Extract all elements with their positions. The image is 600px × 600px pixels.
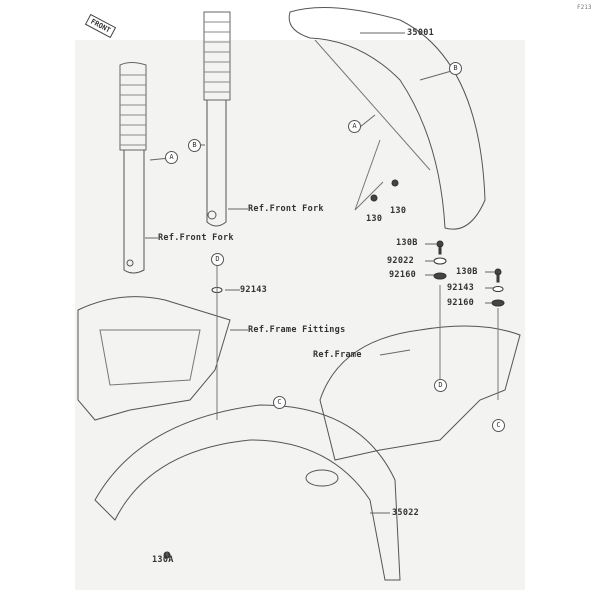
- part-130b-label[interactable]: 130B: [456, 267, 478, 277]
- callout-a: A: [165, 151, 178, 164]
- callout-c: C: [492, 419, 505, 432]
- callout-c: C: [273, 396, 286, 409]
- ref-front-fork-label: Ref.Front Fork: [158, 233, 234, 243]
- frame-drawing: [319, 285, 521, 461]
- frame-fittings-drawing: [77, 265, 231, 421]
- part-130b-label[interactable]: 130B: [396, 238, 418, 248]
- part-130-label[interactable]: 130: [366, 214, 383, 224]
- figure-id: F213: [577, 4, 592, 11]
- leader-lines: [145, 32, 495, 558]
- part-35022-label[interactable]: 35022: [392, 508, 420, 518]
- left-fork-drawing: [119, 62, 147, 274]
- callout-b: B: [188, 139, 201, 152]
- callout-d: D: [211, 253, 224, 266]
- callout-a: A: [348, 120, 361, 133]
- front-fender-drawing: [288, 7, 486, 230]
- right-fork-drawing: [203, 11, 231, 227]
- part-92143-label[interactable]: 92143: [240, 285, 268, 295]
- rear-fender-drawing: [94, 404, 401, 581]
- callout-d: D: [434, 379, 447, 392]
- callout-b: B: [449, 62, 462, 75]
- part-35001-label[interactable]: 35001: [407, 28, 435, 38]
- part-92160-label[interactable]: 92160: [389, 270, 417, 280]
- part-130-label[interactable]: 130: [390, 206, 407, 216]
- part-92160-label[interactable]: 92160: [447, 298, 475, 308]
- ref-frame-label: Ref.Frame: [313, 350, 362, 360]
- part-92143-label[interactable]: 92143: [447, 283, 475, 293]
- ref-frame-fittings-label: Ref.Frame Fittings: [248, 325, 346, 335]
- diagram-background: [75, 40, 525, 590]
- ref-front-fork-label: Ref.Front Fork: [248, 204, 324, 214]
- part-130a-label[interactable]: 130A: [152, 555, 174, 565]
- part-92022-label[interactable]: 92022: [387, 256, 415, 266]
